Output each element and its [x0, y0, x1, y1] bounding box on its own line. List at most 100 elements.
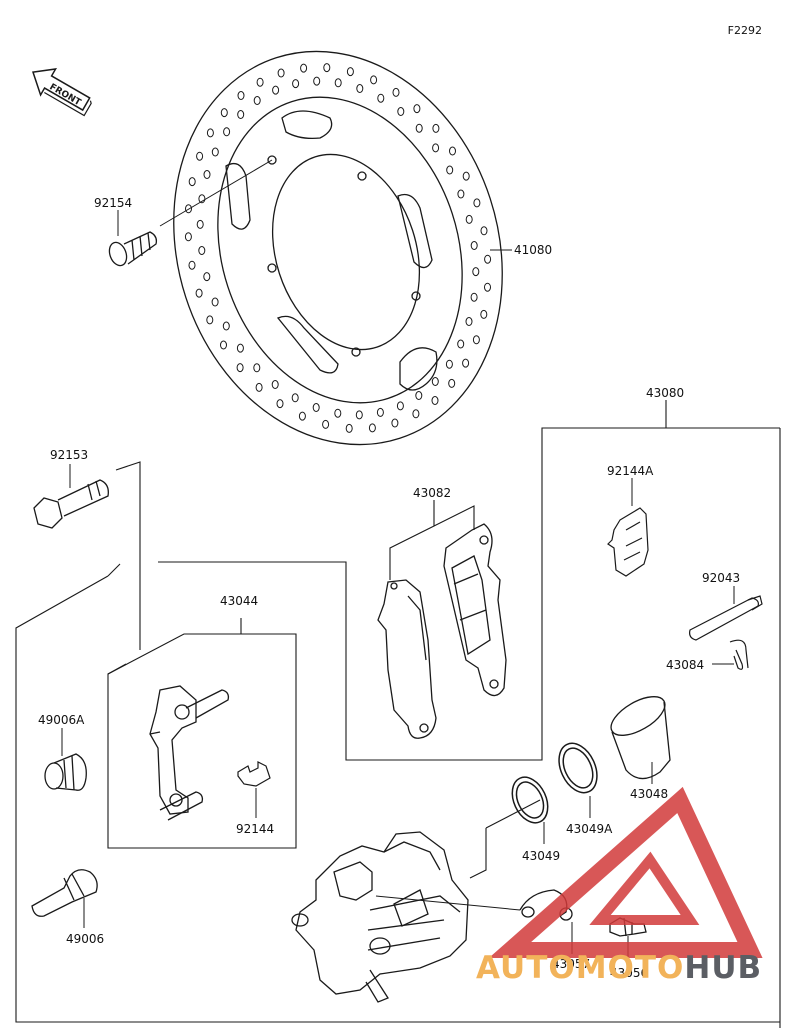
disc-drill-hole [448, 378, 456, 388]
disc-drill-hole [277, 68, 285, 78]
disc-drill-hole [272, 85, 280, 95]
disc-drill-hole [323, 63, 331, 73]
label-43056: 43056 [610, 966, 649, 980]
label-43080: 43080 [646, 386, 685, 400]
bracket-lines [15, 400, 781, 1028]
disc-drill-hole [322, 419, 330, 429]
pin-92043 [689, 595, 763, 641]
disc-drill-hole [413, 104, 421, 114]
disc-drill-hole [206, 315, 214, 325]
label-49006: 49006 [66, 932, 105, 946]
disc-drill-hole [480, 226, 488, 236]
label-92144: 92144 [236, 822, 275, 836]
seal-43049 [511, 776, 549, 824]
disc-drill-hole [188, 177, 196, 187]
watermark-text: AUTOMOTOHUB [476, 950, 762, 986]
boot-49006 [31, 869, 98, 917]
disc-drill-hole [236, 343, 244, 353]
disc-drill-holes [184, 63, 492, 433]
caliper-body [291, 831, 521, 1003]
disc-drill-hole [312, 403, 320, 412]
disc-drill-hole [457, 339, 465, 349]
label-43049A: 43049A [566, 822, 613, 836]
disc-drill-hole [431, 377, 439, 386]
disc-drill-hole [470, 241, 478, 250]
disc-drill-hole [396, 401, 404, 411]
disc-drill-hole [355, 410, 363, 420]
disc-drill-hole [345, 423, 353, 433]
disc-drill-hole [465, 214, 473, 224]
disc-drill-hole [334, 408, 342, 418]
watermark-part2: HUB [684, 950, 763, 986]
disc-drill-hole [271, 380, 279, 389]
seal-43049A [558, 742, 598, 794]
boot-49006A [44, 753, 87, 791]
disc-drill-hole [291, 393, 299, 403]
disc-drill-hole [432, 143, 440, 153]
disc-drill-hole [346, 67, 354, 77]
disc-drill-hole [256, 77, 264, 87]
disc-drill-hole [220, 108, 228, 118]
label-92144A: 92144A [607, 464, 654, 478]
disc-drill-hole [431, 396, 439, 405]
disc-drill-hole [196, 219, 204, 229]
label-92153: 92153 [50, 448, 89, 462]
disc-drill-hole [211, 147, 219, 157]
disc-drill-hole [253, 96, 261, 105]
disc-drill-hole [222, 321, 230, 331]
disc-drill-hole [211, 297, 219, 307]
label-92043: 92043 [702, 571, 741, 585]
disc-drill-hole [223, 127, 231, 137]
disc-drill-hole [300, 63, 308, 73]
disc-drill-hole [237, 110, 245, 119]
disc-drill-hole [484, 254, 492, 264]
disc-drill-hole [188, 260, 196, 270]
disc-drill-hole [253, 363, 261, 373]
bolt-92154 [108, 159, 273, 267]
disc-drill-hole [237, 91, 245, 100]
label-92154: 92154 [94, 196, 133, 210]
disc-drill-hole [203, 170, 211, 179]
disc-drill-hole [198, 246, 206, 255]
disc-drill-hole [377, 93, 385, 103]
disc-drill-hole [368, 423, 376, 433]
brake-pads-43082 [377, 523, 507, 739]
disc-drill-hole [206, 128, 214, 138]
label-43084: 43084 [666, 658, 705, 672]
disc-drill-hole [276, 399, 284, 409]
label-43049: 43049 [522, 849, 561, 863]
disc-drill-hole [449, 146, 456, 156]
brake-disc [173, 50, 503, 446]
disc-drill-hole [445, 359, 453, 369]
label-43044: 43044 [220, 594, 259, 608]
label-43048: 43048 [630, 787, 669, 801]
disc-drill-hole [473, 198, 481, 208]
disc-drill-hole [462, 358, 470, 368]
disc-drill-hole [236, 363, 244, 373]
disc-drill-hole [465, 317, 473, 326]
disc-drill-hole [292, 79, 300, 89]
disc-drill-hole [313, 76, 321, 86]
disc-drill-hole [370, 75, 378, 85]
disc-drill-hole [184, 232, 192, 242]
watermark-part1: AUTOMOTO [476, 950, 685, 986]
disc-drill-hole [470, 292, 478, 302]
disc-drill-hole [397, 107, 405, 116]
disc-drill-hole [220, 340, 227, 350]
disc-drill-hole [484, 282, 491, 292]
disc-drill-hole [195, 288, 203, 298]
disc-drill-hole [198, 194, 206, 204]
disc-drill-hole [298, 411, 306, 421]
disc-drill-hole [472, 335, 480, 345]
label-43057: 43057 [552, 957, 591, 971]
disc-drill-hole [203, 272, 211, 282]
bolt-92153 [33, 479, 109, 529]
disc-drill-hole [432, 123, 440, 133]
disc-drill-hole [472, 267, 480, 277]
disc-drill-hole [185, 204, 192, 214]
disc-drill-hole [356, 84, 364, 93]
pad-clip-92144 [237, 761, 271, 787]
disc-drill-hole [255, 382, 263, 392]
pad-spring-92144A [607, 507, 649, 577]
